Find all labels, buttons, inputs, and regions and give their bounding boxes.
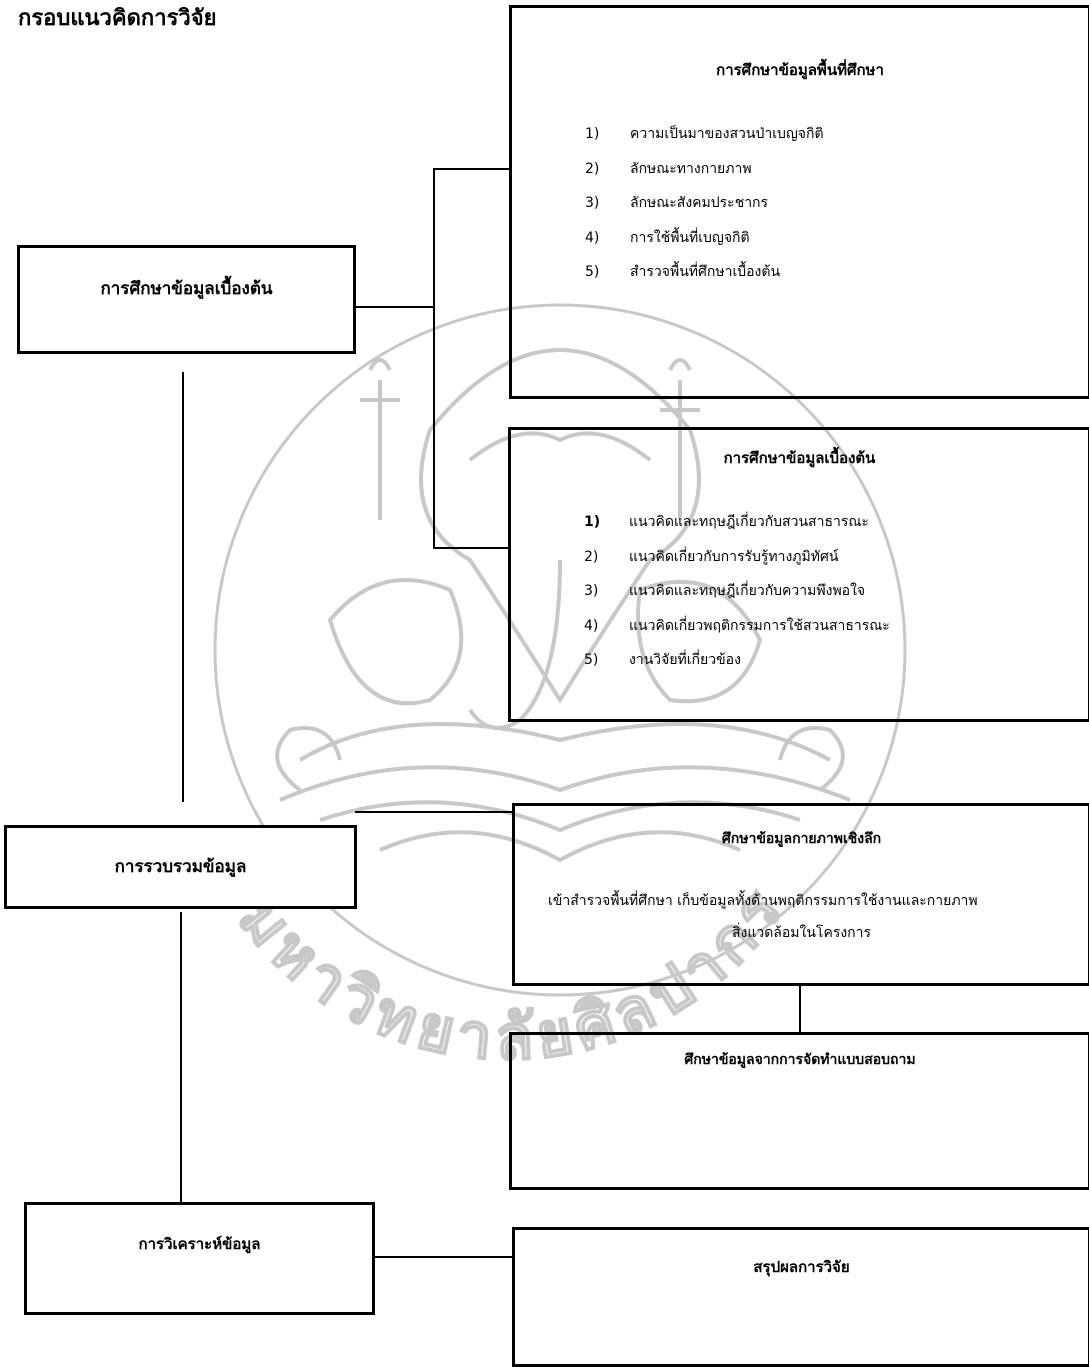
box-label: การศึกษาข้อมูลเบื้องต้น: [100, 279, 273, 299]
box-title: การศึกษาข้อมูลพื้นที่ศึกษา: [716, 61, 884, 79]
list-item: 5)สำรวจพื้นที่ศึกษาเบื้องต้น: [585, 264, 781, 280]
survey-box: ศึกษาข้อมูลจากการจัดทำแบบสอบถาม: [509, 1032, 1089, 1190]
list-item: 1)ความเป็นมาของสวนป่าเบญจกิติ: [585, 126, 824, 142]
theory-box: การศึกษาข้อมูลเบื้องต้น 1)แนวคิดและทฤษฎี…: [508, 427, 1089, 722]
connector-horizontal: [374, 1256, 514, 1258]
connector-horizontal: [355, 811, 515, 813]
connector-bracket-vertical: [433, 168, 435, 549]
list-item: 4)การใช้พื้นที่เบญจกิติ: [585, 229, 750, 246]
data-analysis-box: การวิเคราะห์ข้อมูล: [24, 1202, 375, 1315]
list-item: 5)งานวิจัยที่เกี่ยวข้อง: [584, 652, 741, 668]
list-item: 2)ลักษณะทางกายภาพ: [585, 160, 752, 177]
theory-list: 1)แนวคิดและทฤษฎีเกี่ยวกับสวนสาธารณะ 2)แน…: [584, 512, 890, 685]
page-title: กรอบแนวคิดการวิจัย: [18, 6, 217, 31]
list-item: 2)แนวคิดเกี่ยวกับการรับรู้ทางภูมิทัศน์: [584, 548, 839, 565]
list-item: 3)แนวคิดและทฤษฎีเกี่ยวกับความพึงพอใจ: [584, 583, 866, 599]
box-title: ศึกษาข้อมูลกายภาพเชิงลึก: [721, 831, 882, 847]
preliminary-study-box: การศึกษาข้อมูลเบื้องต้น: [17, 245, 356, 354]
ganesha-seal-icon: [213, 303, 907, 997]
physical-study-description: เข้าสำรวจพื้นที่ศึกษา เก็บข้อมูลทั้งด้าน…: [548, 893, 978, 909]
box-label: การรวบรวมข้อมูล: [114, 857, 247, 877]
box-title: สรุปผลการวิจัย: [753, 1258, 850, 1276]
connector-left-vertical: [182, 372, 184, 802]
physical-study-description-2: สิ่งแวดล้อมในโครงการ: [731, 925, 872, 941]
box-title: การศึกษาข้อมูลเบื้องต้น: [723, 449, 876, 467]
list-item: 3)ลักษณะสังคมประชากร: [585, 195, 769, 211]
box-label: การวิเคราะห์ข้อมูล: [138, 1235, 261, 1253]
connector-left-vertical: [180, 912, 182, 1257]
summary-box: สรุปผลการวิจัย: [512, 1227, 1089, 1367]
data-collection-box: การรวบรวมข้อมูล: [4, 825, 357, 909]
box-title: ศึกษาข้อมูลจากการจัดทำแบบสอบถาม: [684, 1052, 916, 1068]
list-item: 1)แนวคิดและทฤษฎีเกี่ยวกับสวนสาธารณะ: [584, 514, 869, 530]
study-area-list: 1)ความเป็นมาของสวนป่าเบญจกิติ 2)ลักษณะทา…: [585, 124, 824, 297]
connector-horizontal: [353, 306, 435, 308]
list-item: 4)แนวคิดเกี่ยวพฤติกรรมการใช้สวนสาธารณะ: [584, 617, 890, 634]
connector-horizontal: [433, 547, 511, 549]
connector-vertical: [799, 986, 801, 1033]
study-area-box: การศึกษาข้อมูลพื้นที่ศึกษา 1)ความเป็นมาข…: [509, 5, 1089, 399]
connector-horizontal: [433, 168, 511, 170]
